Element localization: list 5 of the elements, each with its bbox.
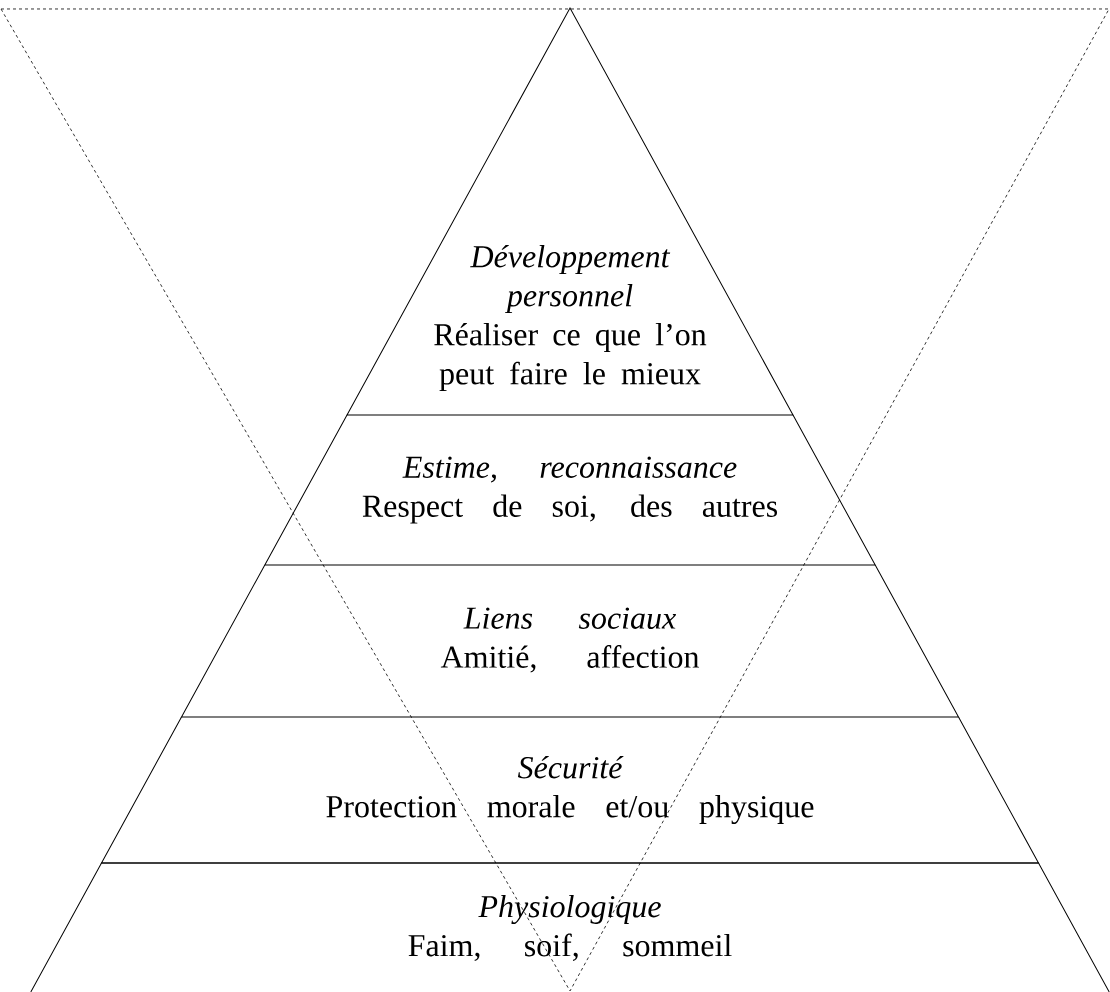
pyramid-level: Estime, reconnaissance Respect de soi, des autres	[264, 414, 876, 566]
pyramid-level: Liens sociaux Amitié, affection	[181, 564, 959, 718]
pyramid-level: Physiologique Faim, soif, sommeil	[30, 862, 1110, 992]
pyramid-level: Développement personnel Réaliser ce que l’on peut faire le mieux	[346, 7, 794, 416]
pyramid-level: Sécurité Protection morale et/ou physique	[101, 716, 1039, 864]
